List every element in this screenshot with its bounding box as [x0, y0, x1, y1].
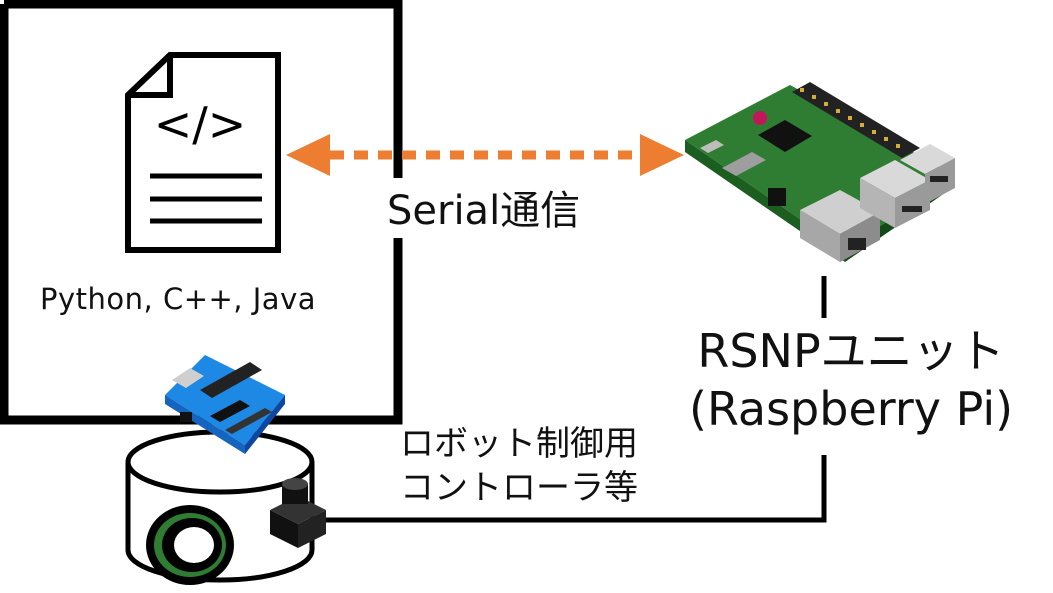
raspberry-logo — [753, 111, 767, 125]
rsnp-unit-line1: RSNPユニット — [697, 324, 1005, 378]
connection-line — [322, 276, 827, 523]
micro-usb-port — [700, 140, 724, 153]
serial-communication-label: Serial通信 — [383, 178, 585, 236]
code-document-icon: </> — [125, 52, 281, 253]
robot-controller-label: ロボット制御用 コントローラ等 — [400, 422, 638, 510]
program-languages-label: Python, C++, Java — [40, 282, 316, 316]
robot-illustration — [125, 355, 326, 585]
raspberry-pi-board — [685, 82, 955, 262]
code-glyph: </> — [154, 97, 247, 151]
robot-controller-line2: コントローラ等 — [400, 468, 638, 508]
arrow-head-right — [640, 134, 684, 176]
soc-chip — [758, 120, 812, 152]
hdmi-port — [722, 152, 766, 176]
arduino-board — [165, 355, 285, 454]
robot-sensor — [270, 478, 326, 548]
robot-controller-line1: ロボット制御用 — [400, 424, 638, 464]
gpio-header — [792, 82, 920, 158]
rsnp-unit-label: RSNPユニット (Raspberry Pi) — [683, 322, 1020, 438]
usb-ports — [860, 144, 955, 228]
audio-jack — [768, 188, 786, 206]
robot-wheel — [146, 505, 234, 585]
rsnp-unit-line2: (Raspberry Pi) — [689, 382, 1014, 436]
serial-arrow — [286, 134, 684, 176]
arrow-head-left — [286, 134, 330, 176]
